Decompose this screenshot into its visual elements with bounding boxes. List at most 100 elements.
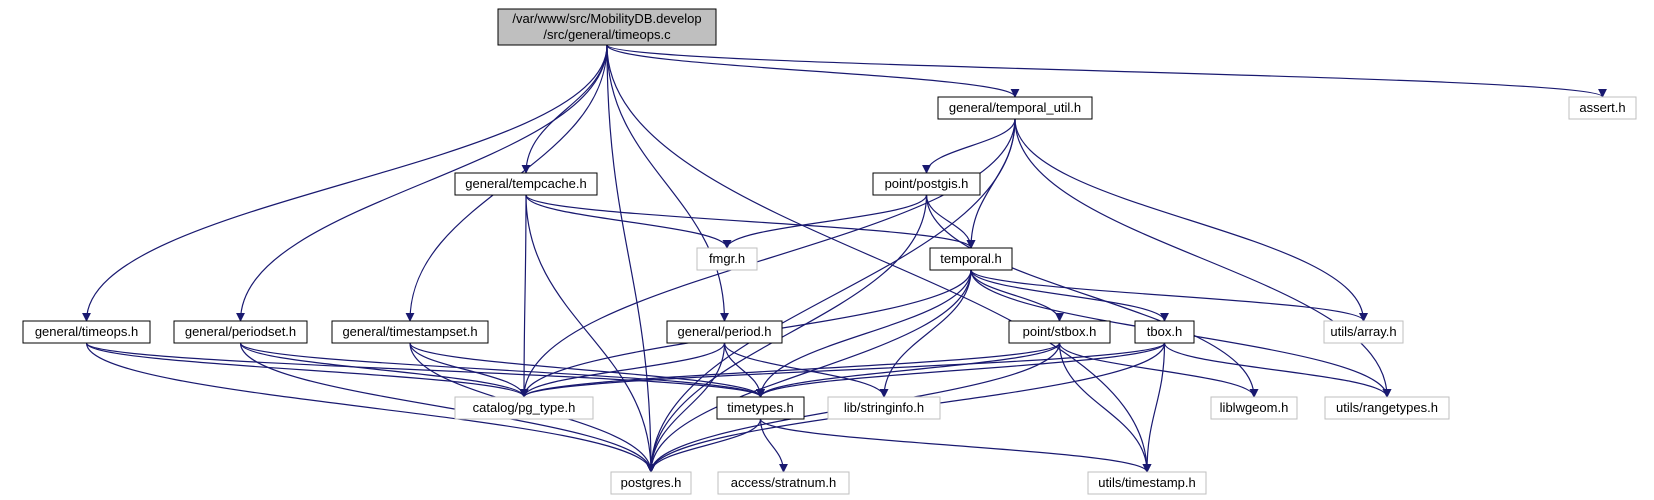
node-box — [1008, 320, 1111, 344]
edge-stbox-to-timestamp — [1058, 342, 1152, 473]
node-box — [872, 172, 981, 196]
edge-timeops_h-to-timetypes — [85, 342, 765, 398]
edge-tempcache-to-temporal — [525, 194, 976, 249]
edge-tbox-to-timestamp — [1142, 342, 1166, 473]
edge-tempcache-to-pg_type — [519, 194, 529, 398]
node-pg-type: catalog/pg_type.h — [454, 396, 594, 420]
edge-postgis-to-fmgr — [722, 194, 928, 249]
node-label: general/periodset.h — [185, 324, 296, 339]
edge-temporal_util-to-postgres — [646, 118, 1016, 473]
edge-temporal-to-array — [970, 269, 1368, 322]
node-label: postgres.h — [621, 475, 682, 490]
node-label: general/tempcache.h — [465, 176, 586, 191]
node-box — [1087, 471, 1207, 495]
node-label: liblwgeom.h — [1220, 400, 1289, 415]
node-tempcache[interactable]: general/tempcache.h — [454, 172, 598, 196]
node-label: /var/www/src/MobilityDB.develop — [512, 11, 701, 26]
node-stbox[interactable]: point/stbox.h — [1008, 320, 1111, 344]
edge-tbox-to-pg_type — [519, 342, 1166, 398]
node-box — [827, 396, 941, 420]
node-box — [716, 396, 805, 420]
edge-period-to-stringinfo — [723, 342, 889, 398]
edge-stbox-to-timetypes — [756, 342, 1061, 398]
node-box — [22, 320, 151, 344]
node-box — [1324, 396, 1450, 420]
node-box — [497, 8, 717, 46]
node-label: lib/stringinfo.h — [844, 400, 924, 415]
edge-timestampset-to-timetypes — [409, 342, 765, 398]
node-label: fmgr.h — [709, 251, 745, 266]
node-liblwgeom: liblwgeom.h — [1210, 396, 1298, 420]
file-nodes: /var/www/src/MobilityDB.develop/src/gene… — [22, 8, 1637, 495]
node-box — [717, 471, 850, 495]
node-label: point/stbox.h — [1023, 324, 1097, 339]
node-timestamp: utils/timestamp.h — [1087, 471, 1207, 495]
node-label: utils/timestamp.h — [1098, 475, 1196, 490]
node-timestampset[interactable]: general/timestampset.h — [331, 320, 489, 344]
edge-timestampset-to-pg_type — [409, 342, 529, 398]
node-label: utils/rangetypes.h — [1336, 400, 1438, 415]
node-postgres: postgres.h — [610, 471, 692, 495]
node-postgis[interactable]: point/postgis.h — [872, 172, 981, 196]
node-label: utils/array.h — [1330, 324, 1396, 339]
node-tbox[interactable]: tbox.h — [1134, 320, 1195, 344]
edge-root-to-assert — [606, 44, 1607, 98]
node-timeops-h[interactable]: general/timeops.h — [22, 320, 151, 344]
node-box — [1323, 320, 1404, 344]
edge-temporal-to-stbox — [970, 269, 1064, 322]
node-period[interactable]: general/period.h — [666, 320, 783, 344]
node-array: utils/array.h — [1323, 320, 1404, 344]
edge-timeops_h-to-pg_type — [85, 342, 529, 398]
node-box — [696, 247, 758, 271]
node-timetypes[interactable]: timetypes.h — [716, 396, 805, 420]
node-label: assert.h — [1579, 100, 1625, 115]
node-box — [666, 320, 783, 344]
edge-temporal-to-timetypes — [756, 269, 972, 398]
edge-temporal_util-to-pg_type — [519, 118, 1016, 398]
edge-root-to-temporal_util — [606, 44, 1020, 98]
edge-temporal_util-to-postgis — [922, 118, 1016, 174]
node-stratnum: access/stratnum.h — [717, 471, 850, 495]
node-box — [937, 96, 1093, 120]
node-box — [454, 396, 594, 420]
node-temporal-util[interactable]: general/temporal_util.h — [937, 96, 1093, 120]
node-box — [610, 471, 692, 495]
edge-tempcache-to-fmgr — [525, 194, 732, 249]
node-label: general/temporal_util.h — [949, 100, 1081, 115]
edge-tempcache-to-postgres — [525, 194, 656, 473]
node-label: access/stratnum.h — [731, 475, 837, 490]
node-box — [1134, 320, 1195, 344]
edge-periodset-to-postgres — [239, 342, 656, 473]
edge-root-to-period — [606, 44, 729, 322]
node-periodset[interactable]: general/periodset.h — [173, 320, 308, 344]
edge-postgis-to-temporal — [925, 194, 976, 249]
node-box — [331, 320, 489, 344]
edge-period-to-postgres — [646, 342, 726, 473]
edge-periodset-to-pg_type — [239, 342, 529, 398]
edge-root-to-timestamp — [606, 44, 1152, 473]
edge-period-to-pg_type — [519, 342, 726, 398]
edge-temporal_util-to-array — [1014, 118, 1368, 322]
edge-tbox-to-rangetypes — [1163, 342, 1392, 398]
edge-root-to-periodset — [236, 44, 608, 322]
node-box — [454, 172, 598, 196]
node-assert: assert.h — [1568, 96, 1637, 120]
edge-temporal_util-to-rangetypes — [1014, 118, 1392, 398]
node-box — [1210, 396, 1298, 420]
edge-periodset-to-timetypes — [239, 342, 765, 398]
node-label: timetypes.h — [727, 400, 793, 415]
node-box — [173, 320, 308, 344]
node-box — [929, 247, 1013, 271]
edge-root-to-timeops_h — [82, 44, 608, 322]
node-label: general/timeops.h — [35, 324, 138, 339]
edge-timetypes-to-stratnum — [759, 418, 788, 473]
node-label: general/timestampset.h — [342, 324, 477, 339]
edge-temporal-to-stringinfo — [879, 269, 972, 398]
edge-tbox-to-timetypes — [756, 342, 1166, 398]
node-label: temporal.h — [940, 251, 1001, 266]
node-temporal[interactable]: temporal.h — [929, 247, 1013, 271]
node-root[interactable]: /var/www/src/MobilityDB.develop/src/gene… — [497, 8, 717, 46]
edge-timeops_h-to-postgres — [85, 342, 656, 473]
edge-postgis-to-liblwgeom — [925, 194, 1259, 398]
